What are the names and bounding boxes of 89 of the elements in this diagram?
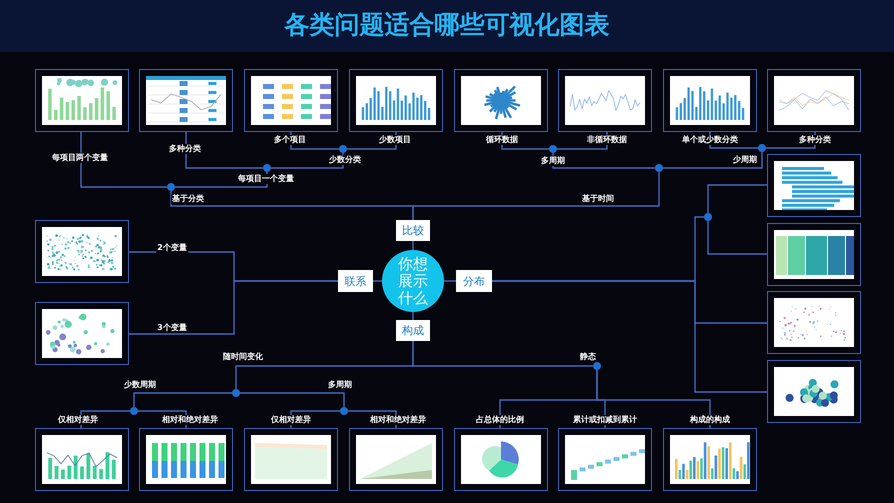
edge-label: 3个变量: [156, 323, 188, 333]
topic-circle: 你想展示什么: [382, 250, 444, 312]
chart-thumbnail: [244, 69, 338, 132]
chart-thumbnail: [663, 428, 757, 491]
junction-dot: [704, 213, 712, 221]
chart-thumbnail: [35, 69, 129, 132]
edge-label: 单个或少数分类: [681, 135, 739, 145]
connector-line: [412, 172, 660, 220]
chart-thumbnail: [558, 428, 652, 491]
connector-line: [663, 152, 763, 169]
edge-label: 静态: [579, 352, 597, 362]
edge-label: 少数周期: [123, 380, 157, 390]
category-box: 联系: [338, 270, 373, 292]
junction-dot: [130, 407, 138, 415]
edge-label: 每项目一个变量: [237, 174, 295, 184]
connector-line: [552, 153, 655, 169]
connector-line: [175, 172, 268, 188]
edge-label: 基于分类: [171, 194, 205, 204]
chart-thumbnail: [454, 428, 548, 491]
edge-label: 基于时间: [581, 194, 615, 204]
chart-thumbnail: [35, 220, 129, 283]
connector-line: [412, 341, 593, 367]
chart-thumbnail: [767, 69, 861, 132]
junction-dot: [167, 183, 175, 191]
chart-thumbnail: [767, 360, 861, 423]
connector-line: [707, 221, 767, 255]
edge-label: 多种分类: [168, 144, 202, 154]
edge-label: 相对和绝对差异: [161, 415, 219, 425]
chart-thumbnail: [244, 428, 338, 491]
edge-label: 多个项目: [273, 135, 307, 145]
connector-line: [557, 132, 608, 150]
edge-label: 相对和绝对差异: [369, 415, 427, 425]
category-box: 构成: [396, 320, 430, 341]
connector-line: [290, 132, 339, 150]
chart-thumbnail: [454, 69, 548, 132]
edge-label: 少数分类: [328, 155, 362, 165]
connector-line: [709, 132, 758, 149]
connector-line: [185, 132, 263, 169]
junction-dot: [232, 389, 240, 397]
chart-thumbnail: [767, 223, 861, 286]
edge-label: 非循环数据: [586, 135, 628, 145]
connector-line: [501, 132, 549, 150]
chart-thumbnail: [767, 154, 861, 217]
category-box: 分布: [456, 270, 492, 292]
chart-thumbnail: [139, 428, 233, 491]
edge-label: 每项目两个变量: [51, 153, 109, 163]
chart-thumbnail: [663, 69, 757, 132]
edge-label: 仅相对差异: [57, 415, 99, 425]
chart-thumbnail: [349, 69, 443, 132]
connector-line: [240, 392, 345, 407]
edge-label: 多种分类: [798, 135, 832, 145]
edge-label: 多周期: [540, 156, 566, 166]
category-box: 比较: [396, 220, 430, 241]
edge-label: 多周期: [327, 380, 353, 390]
connector-line: [138, 410, 187, 428]
connector-line: [707, 184, 767, 213]
connector-line: [80, 132, 167, 188]
connector-line: [133, 392, 232, 407]
connector-line: [129, 280, 338, 335]
title: 各类问题适合哪些可视化图表: [284, 9, 610, 41]
edge-label: 少周期: [732, 155, 758, 165]
edge-label: 占总体的比例: [475, 415, 525, 425]
connector-line: [348, 410, 397, 428]
junction-dot: [340, 407, 348, 415]
chart-thumbnail: [35, 302, 129, 365]
junction-dot: [593, 362, 601, 370]
edge-label: 累计或扣减到累计: [572, 415, 638, 425]
junction-dot: [758, 144, 766, 152]
chart-thumbnail: [349, 428, 443, 491]
edge-label: 随时间变化: [222, 352, 264, 362]
edge-label: 循环数据: [485, 135, 519, 145]
connector-line: [290, 410, 340, 428]
junction-dot: [263, 164, 271, 172]
chart-thumbnail: [558, 69, 652, 132]
edge-label: 少数项目: [378, 135, 412, 145]
connector-line: [596, 370, 711, 428]
edge-label: 2个变量: [156, 243, 188, 253]
junction-dot: [655, 164, 663, 172]
junction-dot: [339, 145, 347, 153]
connector-line: [80, 410, 130, 428]
junction-dot: [549, 145, 557, 153]
edge-label: 构成的构成: [689, 415, 731, 425]
chart-thumbnail: [767, 291, 861, 354]
connector-line: [766, 132, 816, 149]
chart-thumbnail: [139, 69, 233, 132]
connector-line: [444, 280, 456, 282]
connector-line: [271, 153, 344, 169]
edge-label: 仅相对差异: [270, 415, 312, 425]
chart-thumbnail: [35, 428, 129, 491]
